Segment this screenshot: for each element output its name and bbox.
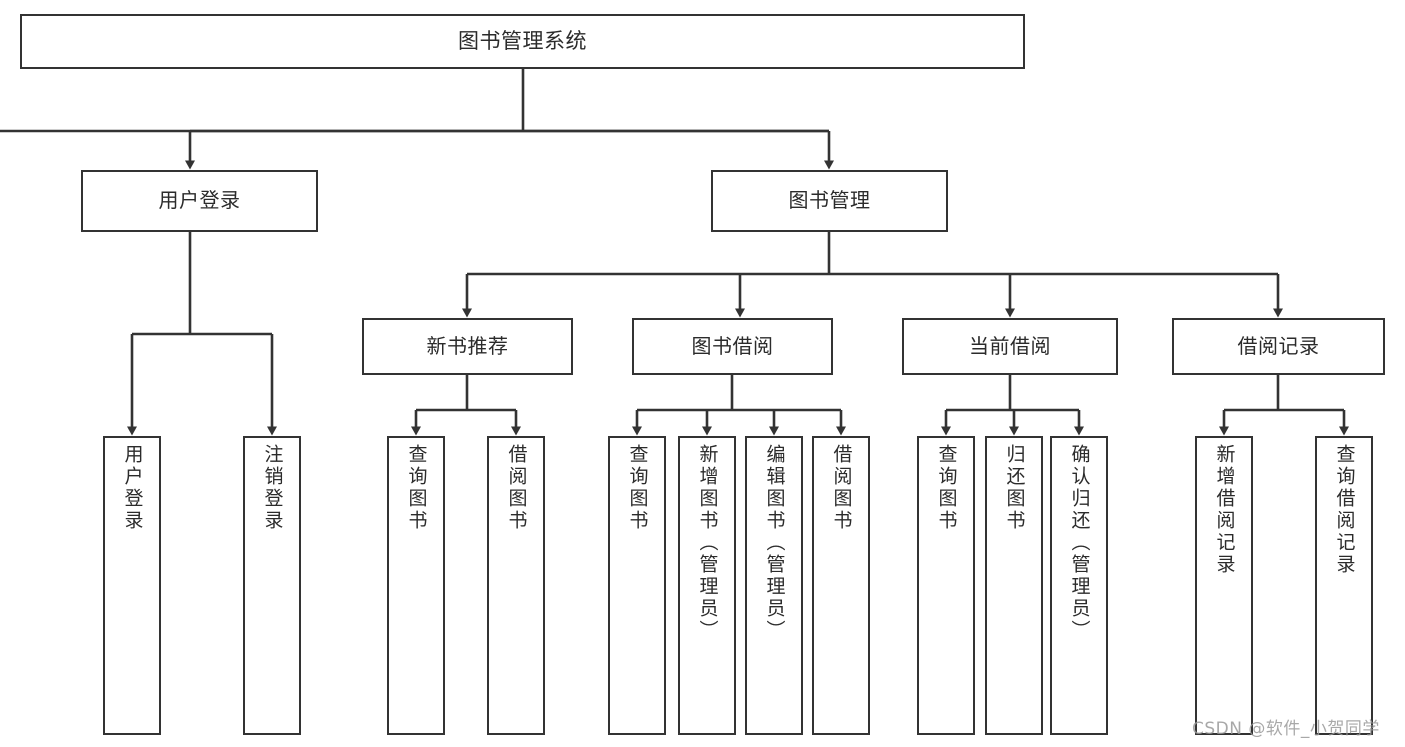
node-new-book-recommend[interactable]: 新书推荐 <box>362 318 573 375</box>
node-current-borrow-label: 当前借阅 <box>969 333 1051 358</box>
leaf-borrow-book-recommend[interactable]: 借阅图书 <box>487 436 545 735</box>
leaf-borrow-book-label: 借阅图书 <box>830 444 853 532</box>
csdn-watermark: CSDN @软件_小贺同学 <box>1192 719 1380 739</box>
node-borrow-record-label: 借阅记录 <box>1237 333 1320 358</box>
leaf-query-borrow-record-label: 查询借阅记录 <box>1333 444 1356 576</box>
leaf-borrow-book[interactable]: 借阅图书 <box>812 436 870 735</box>
leaf-add-borrow-record[interactable]: 新增借阅记录 <box>1195 436 1253 735</box>
node-user-login-label: 用户登录 <box>158 188 241 213</box>
leaf-edit-book-admin[interactable]: 编辑图书（管理员） <box>745 436 803 735</box>
node-root[interactable]: 图书管理系统 <box>20 14 1025 69</box>
node-book-borrow[interactable]: 图书借阅 <box>632 318 833 375</box>
leaf-query-book[interactable]: 查询图书 <box>608 436 666 735</box>
node-root-label: 图书管理系统 <box>458 29 587 54</box>
node-current-borrow[interactable]: 当前借阅 <box>902 318 1118 375</box>
leaf-confirm-return-admin[interactable]: 确认归还（管理员） <box>1050 436 1108 735</box>
leaf-query-book-label: 查询图书 <box>626 444 649 532</box>
node-borrow-record[interactable]: 借阅记录 <box>1172 318 1385 375</box>
leaf-user-login-label: 用户登录 <box>121 444 144 532</box>
leaf-add-book-admin-label: 新增图书（管理员） <box>696 444 719 642</box>
leaf-borrow-book-recommend-label: 借阅图书 <box>505 444 528 532</box>
leaf-query-book-current-label: 查询图书 <box>935 444 958 532</box>
leaf-user-login[interactable]: 用户登录 <box>103 436 161 735</box>
node-book-borrow-label: 图书借阅 <box>691 333 774 358</box>
leaf-add-book-admin[interactable]: 新增图书（管理员） <box>678 436 736 735</box>
leaf-edit-book-admin-label: 编辑图书（管理员） <box>763 444 786 642</box>
node-book-management-label: 图书管理 <box>788 188 871 213</box>
node-new-book-recommend-label: 新书推荐 <box>426 333 509 358</box>
leaf-logout[interactable]: 注销登录 <box>243 436 301 735</box>
node-book-management[interactable]: 图书管理 <box>711 170 948 232</box>
leaf-query-book-current[interactable]: 查询图书 <box>917 436 975 735</box>
leaf-logout-label: 注销登录 <box>261 444 284 532</box>
leaf-confirm-return-admin-label: 确认归还（管理员） <box>1068 444 1091 642</box>
leaf-query-book-recommend-label: 查询图书 <box>405 444 428 532</box>
leaf-add-borrow-record-label: 新增借阅记录 <box>1213 444 1236 576</box>
node-user-login[interactable]: 用户登录 <box>81 170 318 232</box>
leaf-query-book-recommend[interactable]: 查询图书 <box>387 436 445 735</box>
leaf-return-book[interactable]: 归还图书 <box>985 436 1043 735</box>
leaf-query-borrow-record[interactable]: 查询借阅记录 <box>1315 436 1373 735</box>
leaf-return-book-label: 归还图书 <box>1003 444 1026 532</box>
